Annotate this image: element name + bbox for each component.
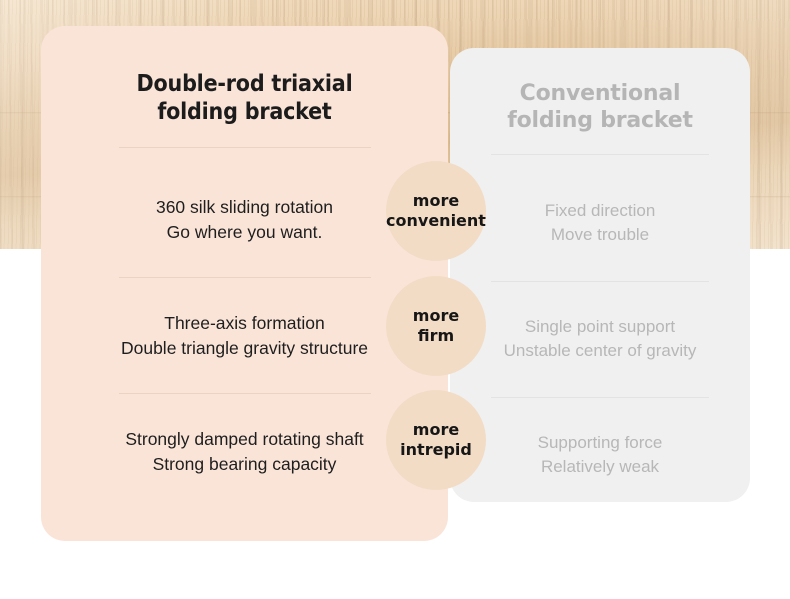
- conventional-row-1-line2: Move trouble: [550, 225, 650, 245]
- featured-title-divider: [118, 147, 371, 149]
- featured-row-divider: [118, 277, 371, 279]
- featured-title-line2: folding bracket: [157, 99, 332, 126]
- featured-rows: 360 silk sliding rotation Go where you w…: [41, 148, 448, 509]
- conventional-row-3-line1: Supporting force: [537, 433, 663, 453]
- conventional-row-1: Fixed direction Move trouble: [450, 166, 750, 281]
- conventional-title-divider: [491, 153, 709, 155]
- conventional-title: Conventional folding bracket: [507, 81, 693, 135]
- conventional-row-2: Single point support Unstable center of …: [450, 282, 750, 397]
- featured-card: [41, 26, 448, 541]
- conventional-card: [450, 48, 750, 502]
- featured-row-3-line1: Strongly damped rotating shaft: [125, 428, 364, 449]
- featured-title-line1: Double-rod triaxial: [136, 71, 353, 97]
- featured-row-2-line1: Three-axis formation: [164, 312, 325, 333]
- badge-2-line1: more: [412, 306, 460, 326]
- featured-title: Double-rod triaxial folding bracket: [137, 70, 353, 126]
- conventional-row-3: Supporting force Relatively weak: [450, 398, 750, 513]
- featured-row-2-line2: Double triangle gravity structure: [120, 337, 369, 358]
- conventional-row-2-line2: Unstable center of gravity: [503, 341, 697, 361]
- conventional-row-3-line2: Relatively weak: [540, 457, 660, 477]
- conventional-row-divider: [491, 396, 709, 398]
- badge-2-line2: firm: [417, 326, 455, 345]
- featured-row-3: Strongly damped rotating shaft Strong be…: [41, 394, 448, 509]
- comparison-badge-firm: more firm: [386, 276, 486, 376]
- featured-column: Double-rod triaxial folding bracket 360 …: [41, 26, 448, 509]
- conventional-row-1-line1: Fixed direction: [544, 201, 656, 221]
- badge-3-line2: intrepid: [400, 440, 472, 459]
- featured-row-1-line1: 360 silk sliding rotation: [155, 196, 334, 217]
- badge-3-line1: more: [412, 420, 460, 440]
- comparison-badge-convenient: more convenient: [386, 161, 486, 261]
- featured-row-divider: [118, 393, 371, 395]
- conventional-row-2-line1: Single point support: [524, 317, 676, 337]
- featured-row-1-line2: Go where you want.: [166, 221, 323, 242]
- comparison-badge-intrepid: more intrepid: [386, 390, 486, 490]
- conventional-title-line1: Conventional: [519, 81, 681, 106]
- conventional-row-divider: [491, 280, 709, 282]
- badge-1-line1: more: [412, 191, 460, 211]
- badge-1-line2: convenient: [386, 211, 486, 230]
- conventional-rows: Fixed direction Move trouble Single poin…: [450, 155, 750, 513]
- featured-row-3-line2: Strong bearing capacity: [152, 453, 337, 474]
- featured-row-2: Three-axis formation Double triangle gra…: [41, 278, 448, 393]
- featured-row-1: 360 silk sliding rotation Go where you w…: [41, 162, 448, 277]
- conventional-column: Conventional folding bracket Fixed direc…: [450, 48, 750, 513]
- conventional-title-line2: folding bracket: [507, 107, 693, 133]
